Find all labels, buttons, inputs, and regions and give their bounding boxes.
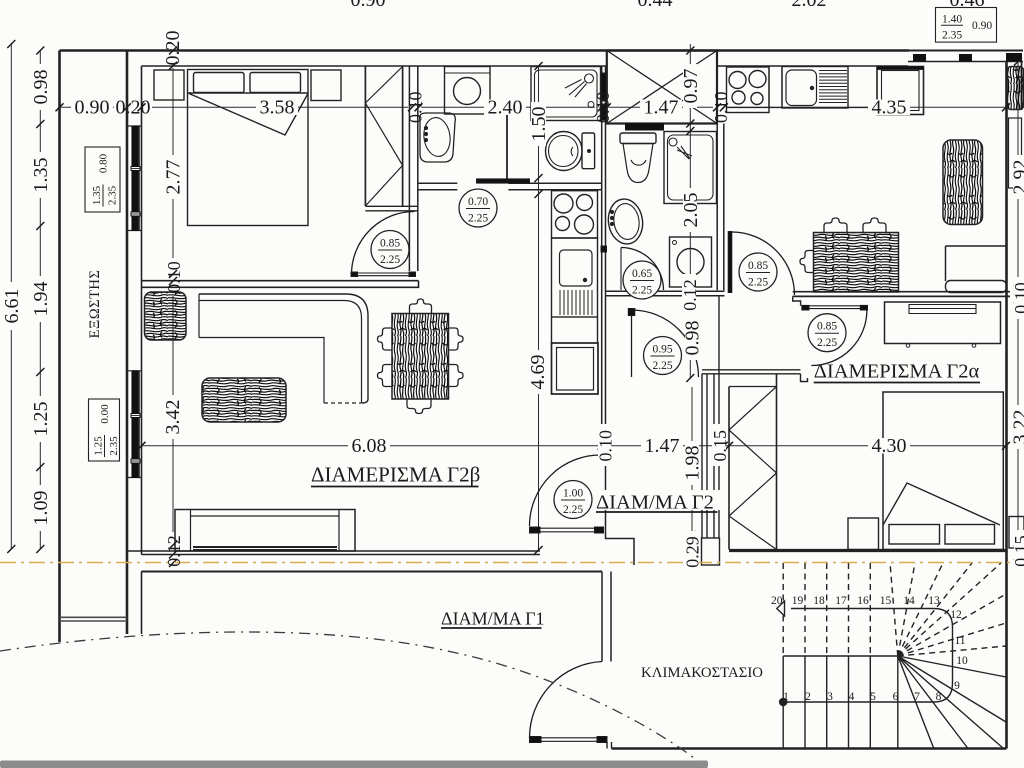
svg-text:2.25: 2.25 xyxy=(380,254,400,266)
svg-text:15: 15 xyxy=(880,595,892,607)
svg-text:0.95: 0.95 xyxy=(652,344,672,356)
svg-text:0.15: 0.15 xyxy=(1011,535,1024,567)
svg-text:2.25: 2.25 xyxy=(652,360,672,372)
svg-text:0.12: 0.12 xyxy=(680,279,700,311)
svg-text:2.77: 2.77 xyxy=(163,160,185,195)
svg-text:2.40: 2.40 xyxy=(488,97,523,119)
svg-text:19: 19 xyxy=(792,595,804,607)
svg-text:ΚΛΙΜΑΚΟΣΤΑΣΙΟ: ΚΛΙΜΑΚΟΣΤΑΣΙΟ xyxy=(641,665,763,681)
svg-text:ΔΙΑΜ/ΜΑ Γ1: ΔΙΑΜ/ΜΑ Γ1 xyxy=(441,609,545,629)
svg-text:0.10: 0.10 xyxy=(406,92,426,124)
svg-text:10: 10 xyxy=(956,655,968,667)
svg-text:0.90: 0.90 xyxy=(351,0,386,11)
svg-text:1.40: 1.40 xyxy=(942,13,962,25)
svg-text:1.94: 1.94 xyxy=(30,282,52,317)
svg-text:ΕΞΩΣΤΗΣ: ΕΞΩΣΤΗΣ xyxy=(87,270,103,339)
svg-text:0.98: 0.98 xyxy=(682,321,704,356)
svg-text:3.58: 3.58 xyxy=(260,97,295,119)
svg-text:16: 16 xyxy=(857,595,869,607)
svg-text:2.05: 2.05 xyxy=(680,193,702,228)
svg-text:2.25: 2.25 xyxy=(748,277,768,289)
svg-text:6.61: 6.61 xyxy=(1,289,23,324)
svg-text:4.69: 4.69 xyxy=(527,355,549,390)
svg-text:0.20: 0.20 xyxy=(162,31,184,66)
svg-text:ΔΙΑΜΕΡΙΣΜΑ Γ2β: ΔΙΑΜΕΡΙΣΜΑ Γ2β xyxy=(311,463,480,487)
svg-text:1.25: 1.25 xyxy=(93,436,105,456)
svg-text:0.10: 0.10 xyxy=(711,92,731,124)
svg-text:17: 17 xyxy=(835,595,847,607)
svg-text:0.10: 0.10 xyxy=(593,92,613,124)
svg-text:1.35: 1.35 xyxy=(30,158,52,193)
svg-text:0.10: 0.10 xyxy=(596,430,616,462)
svg-text:0.20: 0.20 xyxy=(116,97,151,119)
svg-text:0.85: 0.85 xyxy=(748,260,768,272)
svg-text:14: 14 xyxy=(903,595,915,607)
svg-text:2.25: 2.25 xyxy=(632,285,652,297)
svg-text:ΔΙΑΜ/ΜΑ Γ2: ΔΙΑΜ/ΜΑ Γ2 xyxy=(596,492,714,514)
svg-text:0.90: 0.90 xyxy=(972,20,992,32)
svg-text:3.22: 3.22 xyxy=(1010,410,1024,445)
svg-text:2.25: 2.25 xyxy=(468,213,488,225)
svg-text:2.25: 2.25 xyxy=(817,337,837,349)
svg-text:0.85: 0.85 xyxy=(817,321,837,333)
svg-text:2.92: 2.92 xyxy=(1010,160,1024,195)
svg-text:1.35: 1.35 xyxy=(91,185,103,205)
svg-text:9: 9 xyxy=(954,680,960,692)
svg-text:20: 20 xyxy=(771,595,783,607)
svg-text:7: 7 xyxy=(914,691,920,703)
svg-text:2.02: 2.02 xyxy=(792,0,827,11)
svg-text:1: 1 xyxy=(783,691,789,703)
svg-text:2.35: 2.35 xyxy=(942,29,962,41)
svg-text:3: 3 xyxy=(827,691,833,703)
svg-text:13: 13 xyxy=(928,595,940,607)
svg-text:0.44: 0.44 xyxy=(638,0,673,11)
svg-text:1.00: 1.00 xyxy=(563,488,583,500)
svg-text:ΔΙΑΜΕΡΙΣΜΑ Γ2α: ΔΙΑΜΕΡΙΣΜΑ Γ2α xyxy=(814,361,980,383)
svg-text:12: 12 xyxy=(950,609,962,621)
svg-text:1.09: 1.09 xyxy=(30,491,52,526)
svg-text:4: 4 xyxy=(849,691,855,703)
svg-text:0.70: 0.70 xyxy=(468,196,488,208)
svg-text:1.47: 1.47 xyxy=(645,435,680,457)
svg-text:11: 11 xyxy=(954,635,965,647)
svg-text:1.25: 1.25 xyxy=(30,402,52,437)
svg-text:0.29: 0.29 xyxy=(683,536,703,568)
svg-text:4.30: 4.30 xyxy=(872,435,907,457)
svg-text:0.10: 0.10 xyxy=(1011,282,1024,314)
svg-text:2.35: 2.35 xyxy=(108,436,120,456)
svg-text:0.80: 0.80 xyxy=(98,153,110,173)
svg-text:2: 2 xyxy=(805,691,811,703)
svg-text:0.12: 0.12 xyxy=(164,535,184,567)
svg-text:0.65: 0.65 xyxy=(632,268,652,280)
svg-text:1.50: 1.50 xyxy=(528,107,550,142)
svg-text:1.47: 1.47 xyxy=(644,97,679,119)
svg-text:8: 8 xyxy=(936,691,942,703)
svg-text:0.00: 0.00 xyxy=(99,404,111,424)
svg-text:4.35: 4.35 xyxy=(872,97,907,119)
svg-text:6: 6 xyxy=(893,691,899,703)
svg-text:0.97: 0.97 xyxy=(680,69,702,104)
svg-text:3.42: 3.42 xyxy=(162,400,184,435)
svg-text:0.10: 0.10 xyxy=(164,261,184,293)
svg-text:1.98: 1.98 xyxy=(682,446,704,481)
svg-text:2.35: 2.35 xyxy=(107,185,119,205)
svg-text:6.08: 6.08 xyxy=(352,435,387,457)
svg-text:0.46: 0.46 xyxy=(950,0,985,11)
svg-text:0.15: 0.15 xyxy=(710,430,730,462)
svg-text:0.98: 0.98 xyxy=(30,70,52,105)
svg-text:18: 18 xyxy=(813,595,825,607)
svg-text:2.25: 2.25 xyxy=(563,504,583,516)
svg-text:0.85: 0.85 xyxy=(380,238,400,250)
svg-text:5: 5 xyxy=(870,691,876,703)
svg-text:0.90: 0.90 xyxy=(75,97,110,119)
